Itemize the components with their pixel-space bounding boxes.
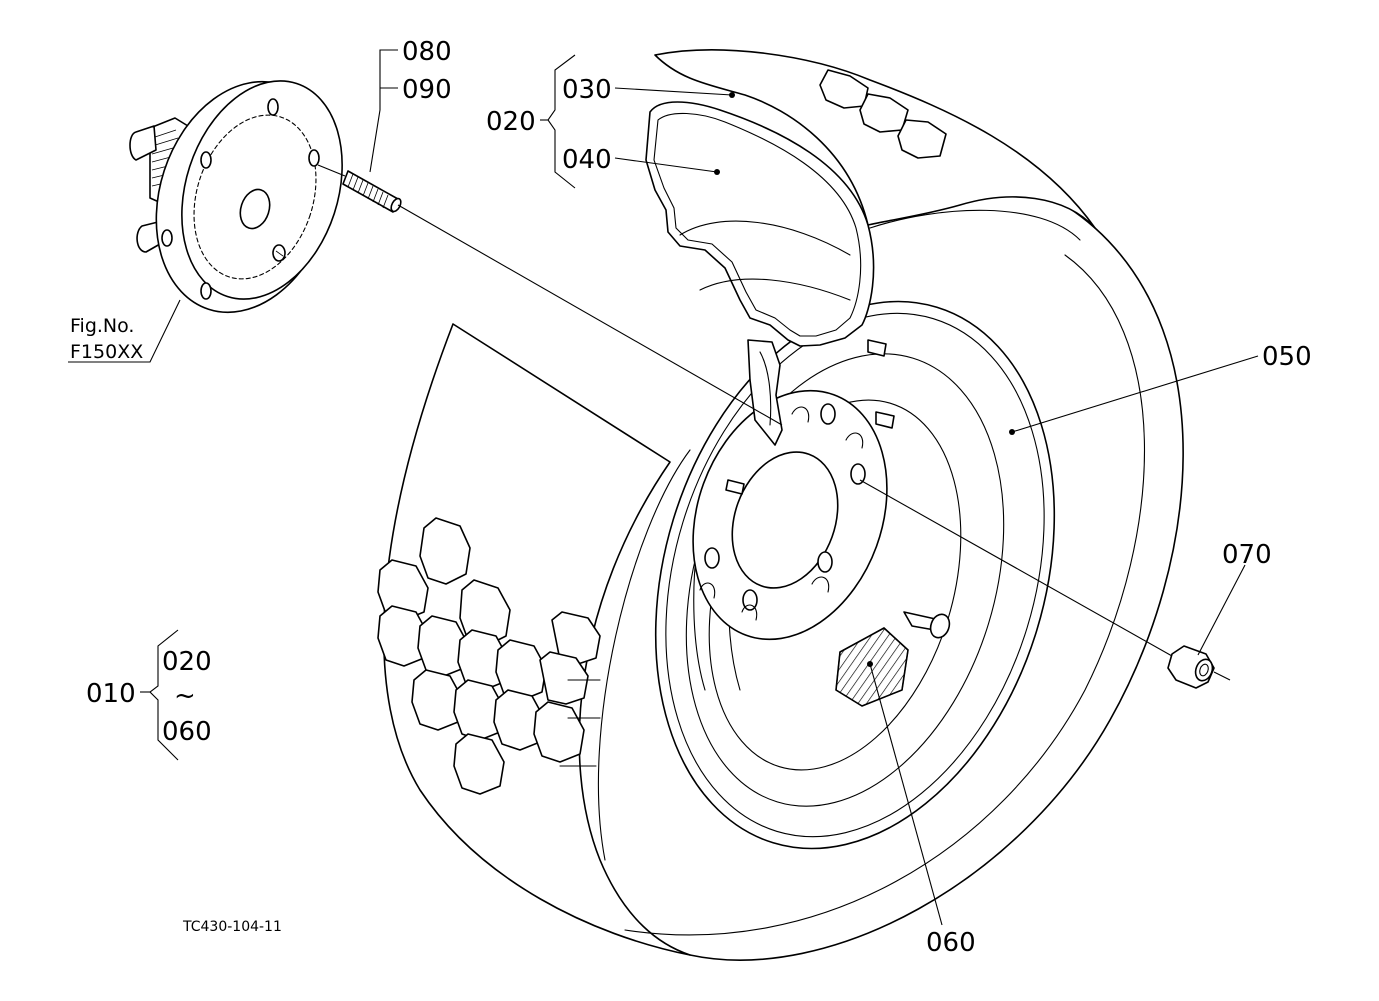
fig-reference-line2: F150XX [70, 341, 143, 363]
tire [377, 49, 1184, 961]
label-060: 060 [926, 928, 976, 958]
label-030: 030 [562, 75, 612, 105]
label-060-range-end: 060 [162, 717, 212, 747]
tire-cross-section [645, 101, 895, 495]
assembly-axis-line [317, 164, 1231, 681]
label-050: 050 [1262, 342, 1312, 372]
side-tread-lugs [377, 517, 601, 795]
fig-reference-line1: Fig.No. [70, 315, 134, 337]
wheel-nut [1167, 645, 1215, 689]
top-tread-lugs [819, 69, 947, 159]
callout-leaders [68, 49, 1259, 926]
figure-code: TC430-104-11 [182, 919, 282, 935]
label-020-group: 020 [486, 107, 536, 137]
label-020-range-start: 020 [162, 647, 212, 677]
label-090: 090 [402, 75, 452, 105]
label-080: 080 [402, 37, 452, 67]
label-040: 040 [562, 145, 612, 175]
callout-labels: 080 090 020 030 040 050 070 060 010 020 … [70, 37, 1312, 958]
rim-center-flange [692, 389, 888, 641]
label-range-tilde: ~ [174, 681, 196, 711]
label-010: 010 [86, 679, 136, 709]
label-070: 070 [1222, 540, 1272, 570]
axle-hub [129, 80, 343, 314]
stud-bolt [342, 170, 402, 213]
